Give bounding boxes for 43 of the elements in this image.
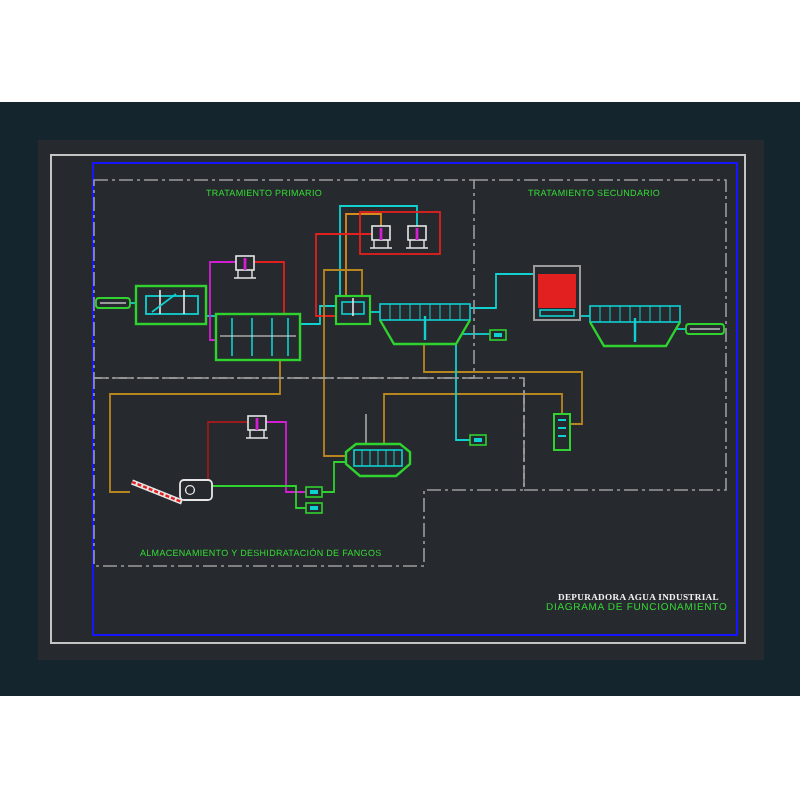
pump-icon [489,329,507,341]
dosing-tank-icon [405,225,429,249]
pipe-line [205,315,217,317]
pipe-line [383,393,563,445]
dosing-tank-icon [233,255,257,279]
thickener-drawing [344,413,412,478]
pipe-line [207,421,249,481]
pipe-line [345,213,382,297]
pipe-line [209,261,237,341]
pipe-line [299,305,337,325]
pipe-line [339,205,418,297]
tank-drawing [553,413,571,451]
storage-tank-drawing [214,312,302,362]
outlet-pipe-icon [685,323,725,335]
pipe-line [315,233,373,317]
pipe-line [253,261,285,315]
pipe-line [265,421,307,493]
pump-icon [305,486,323,498]
pipe-line [455,343,471,441]
clarifier-drawing [588,305,682,348]
screen-channel-drawing [134,284,208,326]
pipe-line [323,269,363,457]
clarifier-drawing [378,303,472,346]
mixing-tank-drawing [334,294,372,326]
dosing-tank-icon [369,225,393,249]
pipe-line [469,273,535,309]
inlet-pipe-icon [95,297,131,309]
pipe-line [129,302,137,304]
filter-tank-drawing [533,265,581,321]
pipe-line [579,315,591,317]
pipe-line [675,328,687,330]
dosing-tank-icon [245,415,269,439]
pipe-line [462,333,491,335]
dewatering-unit-drawing [131,479,213,505]
pipe-line [369,311,381,313]
pump-icon [469,434,487,446]
pipe-line [321,461,347,493]
process-zone [94,378,524,566]
pump-icon [305,502,323,514]
pipe-line [211,485,307,509]
pipe-line [423,343,583,425]
pipe-line [109,359,281,493]
process-zone [94,180,474,378]
